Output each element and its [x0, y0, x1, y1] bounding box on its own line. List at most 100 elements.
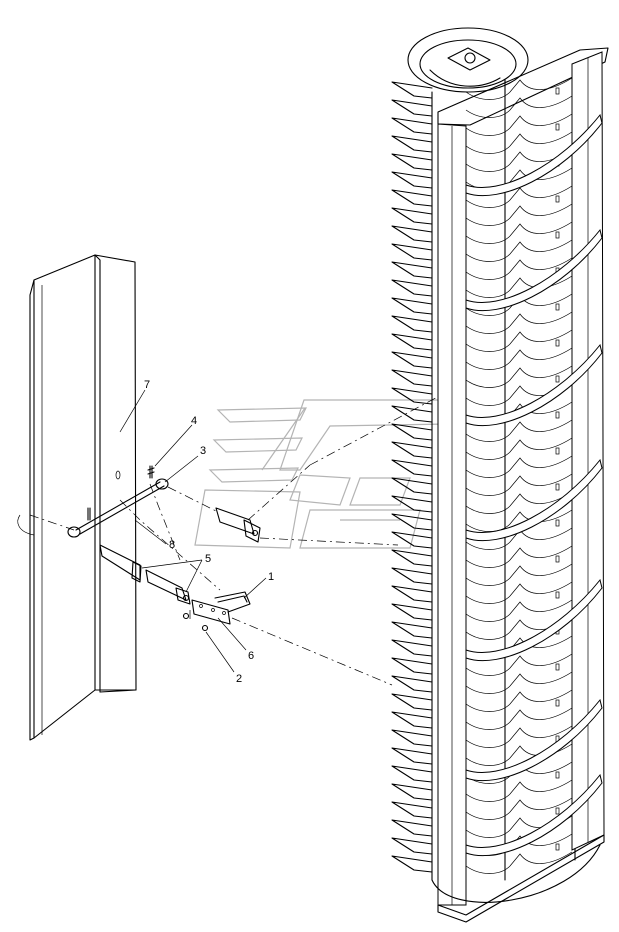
leader-4 — [154, 424, 193, 467]
callout-labels: 1 2 3 4 5 6 7 8 — [144, 379, 274, 685]
blade-edge — [465, 653, 573, 676]
arc-brace — [465, 343, 603, 427]
upright-slot — [555, 591, 560, 599]
blade-edge — [465, 221, 573, 244]
bracket-plate — [182, 591, 251, 632]
upright-slot — [555, 375, 560, 383]
blade-tooth-left — [391, 387, 433, 405]
arc-brace — [465, 578, 603, 662]
upright-slot — [555, 195, 560, 203]
upright-slot — [555, 303, 560, 311]
blade-tooth-left — [391, 531, 433, 549]
top-pulley — [407, 27, 529, 93]
mounting-hole — [115, 470, 121, 480]
blade-tooth-left — [391, 621, 433, 639]
blade-edge — [465, 203, 573, 226]
blade-tooth-left — [391, 369, 433, 387]
blade-edge — [465, 419, 573, 442]
leader-6 — [217, 617, 247, 651]
blade-edge — [465, 437, 573, 460]
blade-edge — [465, 851, 573, 874]
blade-tooth-left — [391, 801, 433, 819]
channel-beam — [17, 254, 137, 741]
callout-3: 3 — [200, 445, 206, 457]
upright-slot — [555, 555, 560, 563]
blade-tooth-left — [391, 351, 433, 369]
washer-upper — [155, 478, 169, 490]
blade-edge — [465, 77, 573, 100]
upright-slot — [555, 87, 560, 95]
upright-slot — [555, 807, 560, 815]
blade-tooth-left — [391, 315, 433, 333]
blade-tooth-left — [391, 549, 433, 567]
blade-tooth-left — [391, 513, 433, 531]
blade-tooth-left — [391, 783, 433, 801]
callout-4: 4 — [191, 415, 197, 427]
blade-tooth-left — [391, 765, 433, 783]
blade-edge — [465, 329, 573, 352]
blade-edge — [465, 599, 573, 622]
blade-tooth-left — [391, 657, 433, 675]
blade-edge — [465, 365, 573, 388]
upright-slot — [555, 339, 560, 347]
blade-edge — [465, 149, 573, 172]
arc-brace — [465, 698, 603, 782]
blade-tooth-left — [391, 117, 433, 135]
blade-edge — [465, 779, 573, 802]
strap-right — [145, 569, 191, 605]
blade-tooth-left — [391, 261, 433, 279]
nut-right — [201, 624, 209, 632]
callout-5: 5 — [205, 553, 211, 565]
blade-tooth-left — [391, 459, 433, 477]
upright-slot — [555, 123, 560, 131]
nut-left — [182, 612, 190, 620]
spring-pin — [147, 465, 155, 479]
upright-slot — [555, 231, 560, 239]
blade-tooth-left — [391, 153, 433, 171]
blade-tooth-left — [391, 567, 433, 585]
blade-edge — [465, 455, 573, 478]
spring-rod-assembly — [67, 465, 169, 538]
blade-tooth-left — [391, 297, 433, 315]
upright-slot — [555, 519, 560, 527]
leader-2 — [205, 631, 235, 673]
bottom-curve — [431, 844, 601, 903]
blade-edge — [465, 257, 573, 280]
blade-edge — [465, 311, 573, 334]
blade-tooth-left — [391, 405, 433, 423]
upright-slot — [555, 663, 560, 671]
blade-edge — [465, 185, 573, 208]
blade-tooth-left — [391, 135, 433, 153]
arc-brace — [465, 228, 603, 312]
blade-edge — [465, 689, 573, 712]
rotor-assembly — [391, 27, 609, 923]
blade-tooth-left — [391, 333, 433, 351]
blade-tooth-left — [391, 423, 433, 441]
leader-3 — [164, 455, 199, 483]
blade-edge — [465, 131, 573, 154]
upright-slot — [555, 843, 560, 851]
blade-tooth-left — [391, 729, 433, 747]
blade-edge — [465, 113, 573, 136]
blade-tooth-left — [391, 207, 433, 225]
blade-tooth-left — [391, 639, 433, 657]
blade-tooth-left — [391, 495, 433, 513]
assembly-lines — [29, 384, 461, 686]
arc-braces — [465, 113, 603, 857]
leader-7 — [119, 389, 146, 433]
blade-edge — [465, 563, 573, 586]
blade-edge — [465, 473, 573, 496]
upright-slot — [555, 771, 560, 779]
blade-edge — [465, 95, 573, 118]
leader-lines — [119, 389, 267, 673]
callout-8: 8 — [169, 539, 175, 551]
blade-tooth-left — [391, 747, 433, 765]
pin-lower — [87, 507, 91, 521]
strap-upper — [215, 507, 261, 543]
arc-brace — [465, 113, 603, 197]
blade-tooth-left — [391, 819, 433, 837]
blade-edge — [465, 797, 573, 820]
blade-tooth-left — [391, 855, 433, 873]
blade-tooth-left — [391, 603, 433, 621]
